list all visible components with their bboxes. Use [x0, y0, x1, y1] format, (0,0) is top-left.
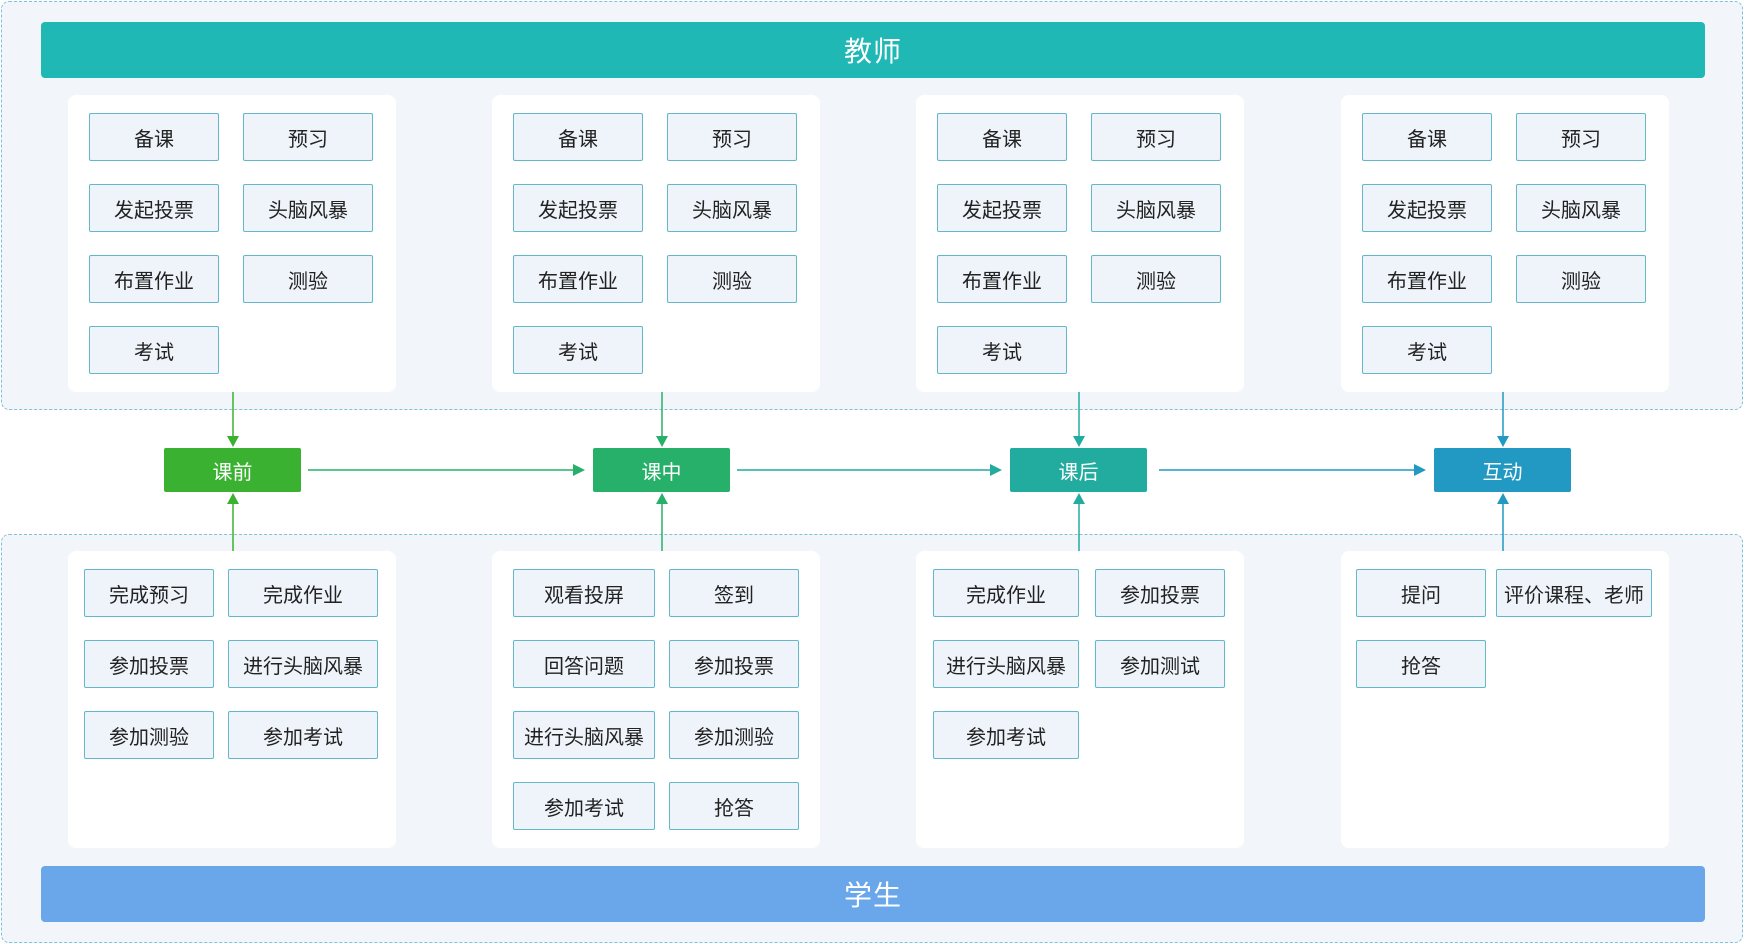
student-item[interactable]: 参加投票	[669, 640, 799, 688]
student-item[interactable]: 参加投票	[84, 640, 214, 688]
arrowhead-down	[1073, 436, 1085, 447]
student-item[interactable]: 签到	[669, 569, 799, 617]
student-panel-interaction: 提问 评价课程、老师 抢答	[1341, 551, 1669, 848]
teacher-panel-after-class: 备课 预习 发起投票 头脑风暴 布置作业 测验 考试	[916, 95, 1244, 392]
teacher-item[interactable]: 发起投票	[513, 184, 643, 232]
student-item[interactable]: 评价课程、老师	[1496, 569, 1652, 617]
teacher-item[interactable]: 考试	[89, 326, 219, 374]
student-item[interactable]: 提问	[1356, 569, 1486, 617]
teacher-item[interactable]: 布置作业	[89, 255, 219, 303]
teacher-item[interactable]: 布置作业	[1362, 255, 1492, 303]
arrowhead-down	[1497, 436, 1509, 447]
student-item[interactable]: 完成作业	[228, 569, 378, 617]
teacher-item[interactable]: 发起投票	[1362, 184, 1492, 232]
teacher-item[interactable]: 布置作业	[937, 255, 1067, 303]
student-item[interactable]: 参加测试	[1095, 640, 1225, 688]
teacher-item[interactable]: 考试	[513, 326, 643, 374]
student-item[interactable]: 进行头脑风暴	[933, 640, 1079, 688]
teacher-item[interactable]: 预习	[1516, 113, 1646, 161]
student-item[interactable]: 观看投屏	[513, 569, 655, 617]
student-item[interactable]: 参加测验	[84, 711, 214, 759]
teacher-item[interactable]: 测验	[667, 255, 797, 303]
stage-interaction[interactable]: 互动	[1434, 448, 1571, 492]
student-item[interactable]: 进行头脑风暴	[513, 711, 655, 759]
teacher-item[interactable]: 考试	[937, 326, 1067, 374]
teacher-item[interactable]: 测验	[243, 255, 373, 303]
student-item[interactable]: 参加考试	[228, 711, 378, 759]
student-item[interactable]: 进行头脑风暴	[228, 640, 378, 688]
teacher-item[interactable]: 布置作业	[513, 255, 643, 303]
teacher-banner: 教师	[41, 22, 1705, 78]
arrowhead-up	[1073, 493, 1085, 504]
teacher-item[interactable]: 预习	[1091, 113, 1221, 161]
student-item[interactable]: 参加测验	[669, 711, 799, 759]
student-panel-before-class: 完成预习 完成作业 参加投票 进行头脑风暴 参加测验 参加考试	[68, 551, 396, 848]
teacher-item[interactable]: 发起投票	[89, 184, 219, 232]
arrowhead-up	[656, 493, 668, 504]
student-item[interactable]: 完成作业	[933, 569, 1079, 617]
teacher-item[interactable]: 测验	[1091, 255, 1221, 303]
student-panel-after-class: 完成作业 参加投票 进行头脑风暴 参加测试 参加考试	[916, 551, 1244, 848]
stage-after-class[interactable]: 课后	[1010, 448, 1147, 492]
teacher-item[interactable]: 预习	[667, 113, 797, 161]
student-item[interactable]: 抢答	[669, 782, 799, 830]
teacher-panel-before-class: 备课 预习 发起投票 头脑风暴 布置作业 测验 考试	[68, 95, 396, 392]
teacher-item[interactable]: 头脑风暴	[667, 184, 797, 232]
teacher-item[interactable]: 备课	[937, 113, 1067, 161]
teacher-item[interactable]: 测验	[1516, 255, 1646, 303]
student-banner: 学生	[41, 866, 1705, 922]
teacher-item[interactable]: 备课	[89, 113, 219, 161]
arrowhead-up	[1497, 493, 1509, 504]
teacher-item[interactable]: 发起投票	[937, 184, 1067, 232]
arrowhead-right	[990, 464, 1002, 476]
teacher-panel-interaction: 备课 预习 发起投票 头脑风暴 布置作业 测验 考试	[1341, 95, 1669, 392]
student-panel-in-class: 观看投屏 签到 回答问题 参加投票 进行头脑风暴 参加测验 参加考试 抢答	[492, 551, 820, 848]
teacher-item[interactable]: 考试	[1362, 326, 1492, 374]
arrowhead-right	[573, 464, 585, 476]
arrowhead-right	[1414, 464, 1426, 476]
student-item[interactable]: 回答问题	[513, 640, 655, 688]
student-item[interactable]: 参加投票	[1095, 569, 1225, 617]
teacher-item[interactable]: 头脑风暴	[1516, 184, 1646, 232]
student-item[interactable]: 完成预习	[84, 569, 214, 617]
teacher-item[interactable]: 备课	[1362, 113, 1492, 161]
student-item[interactable]: 参加考试	[933, 711, 1079, 759]
teacher-item[interactable]: 备课	[513, 113, 643, 161]
arrowhead-down	[227, 436, 239, 447]
teacher-item[interactable]: 预习	[243, 113, 373, 161]
stage-before-class[interactable]: 课前	[164, 448, 301, 492]
teacher-panel-in-class: 备课 预习 发起投票 头脑风暴 布置作业 测验 考试	[492, 95, 820, 392]
teacher-item[interactable]: 头脑风暴	[1091, 184, 1221, 232]
teacher-item[interactable]: 头脑风暴	[243, 184, 373, 232]
student-item[interactable]: 抢答	[1356, 640, 1486, 688]
arrowhead-up	[227, 493, 239, 504]
student-item[interactable]: 参加考试	[513, 782, 655, 830]
stage-in-class[interactable]: 课中	[593, 448, 730, 492]
arrowhead-down	[656, 436, 668, 447]
